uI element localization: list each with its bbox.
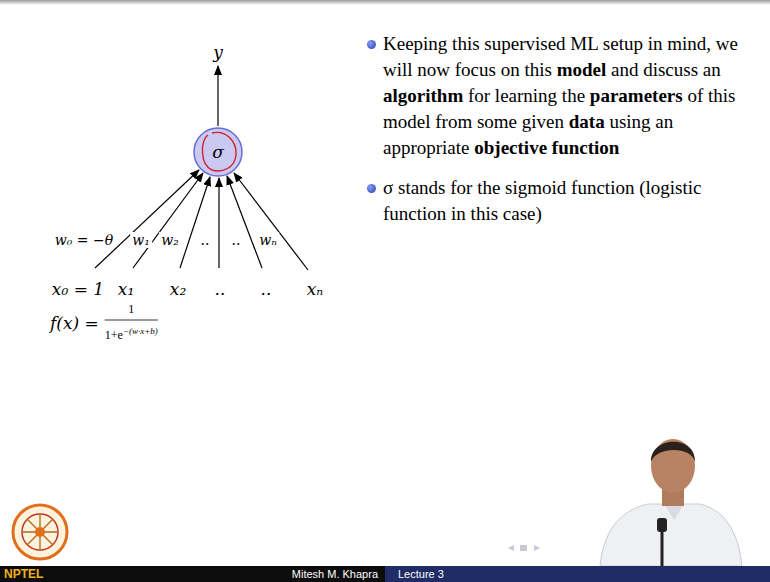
formula-numerator: 1 — [105, 302, 158, 319]
footer-logo-text: NPTEL — [4, 567, 43, 581]
input-arrow — [218, 178, 219, 268]
bullet-segment: and discuss an — [611, 59, 721, 80]
footer-lecture: Lecture 3 — [398, 567, 444, 581]
output-arrow — [217, 66, 218, 126]
input-arrow — [95, 170, 199, 268]
bold-term: data — [569, 111, 605, 132]
nav-symbols — [508, 545, 540, 551]
bold-term: model — [557, 59, 607, 80]
top-rule — [0, 0, 770, 5]
bullet-column: Keeping this supervised ML setup in mind… — [383, 31, 750, 227]
neuron-symbol: σ — [212, 142, 224, 162]
weight-label: wₙ — [257, 232, 279, 248]
footer-author: Mitesh M. Khapra — [292, 567, 378, 581]
input-label: .. — [215, 279, 226, 299]
fraction-bar — [105, 320, 158, 321]
footer-bar — [0, 566, 385, 582]
formula-denominator: 1+e−(w·x+b) — [105, 319, 158, 342]
bullet-text: σ stands for the sigmoid function (logis… — [383, 175, 750, 227]
output-label: y — [213, 42, 223, 62]
weight-label: .. — [199, 232, 212, 248]
nptel-logo — [13, 505, 67, 559]
bullet-dot — [367, 184, 376, 193]
presenter-figure — [600, 439, 742, 566]
input-arrow — [234, 173, 308, 270]
neuron-fill — [194, 128, 242, 176]
input-label: x₁ — [118, 279, 134, 299]
weight-label: w₂ — [159, 232, 181, 248]
bold-term: parameters — [590, 85, 683, 106]
weight-label: .. — [230, 232, 243, 248]
input-label: x₂ — [170, 279, 186, 299]
formula-fraction: 11+e−(w·x+b) — [105, 302, 158, 342]
input-arrow — [133, 173, 203, 268]
bullet-dot — [367, 40, 376, 49]
weight-label: w₀ = −θ — [53, 232, 115, 248]
bold-term: objective function — [474, 137, 619, 158]
bullet-text: Keeping this supervised ML setup in mind… — [383, 31, 750, 161]
bullet-segment: σ stands for the sigmoid function (logis… — [383, 177, 701, 224]
formula-exponent: −(w·x+b) — [123, 326, 158, 336]
footer-bar — [385, 566, 770, 582]
neuron-circle: σ — [193, 127, 243, 177]
annotation-loop — [202, 132, 236, 170]
input-arrow — [227, 176, 262, 268]
bold-term: algorithm — [383, 85, 463, 106]
weight-label: w₁ — [130, 232, 152, 248]
input-label: xₙ — [307, 279, 323, 299]
formula-lhs: f(x) = — [50, 313, 99, 333]
formula-term: 1+e — [105, 328, 123, 342]
bullet-segment: for learning the — [468, 85, 585, 106]
input-arrow — [180, 177, 210, 268]
input-label: .. — [261, 279, 272, 299]
input-label: x₀ = 1 — [52, 279, 104, 299]
